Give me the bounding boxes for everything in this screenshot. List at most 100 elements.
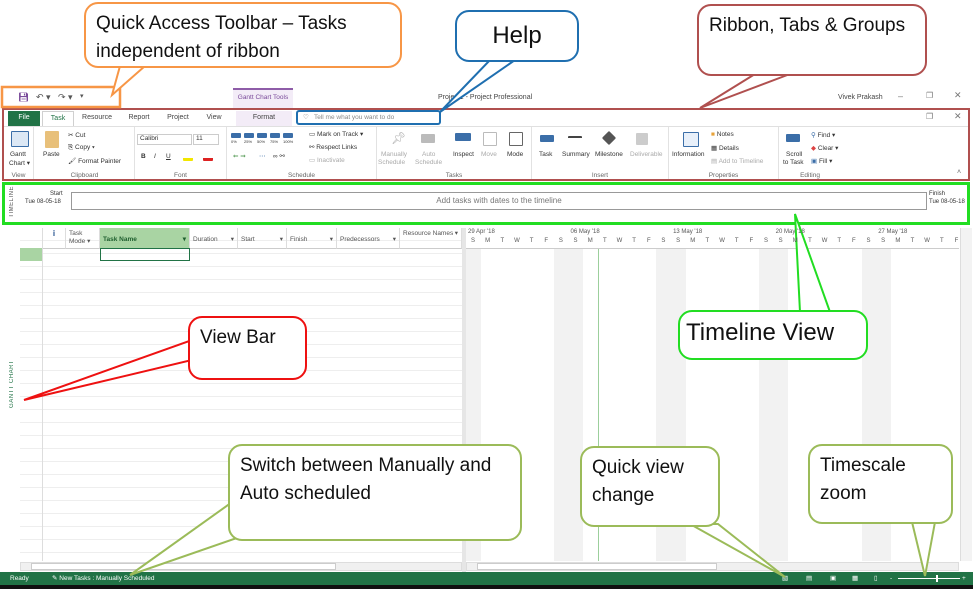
cut-button[interactable]: ✂ Cut: [68, 132, 86, 139]
column-label: Finish: [290, 236, 308, 243]
inspect-button[interactable]: Inspect: [453, 151, 474, 158]
ribbon-restore-icon[interactable]: ❐: [926, 112, 934, 121]
gantt-chart-button[interactable]: Gantt: [10, 151, 26, 158]
tell-me-search[interactable]: ♡ Tell me what you want to do: [296, 110, 441, 125]
scroll-to-task-button[interactable]: Scroll: [786, 151, 803, 158]
zoom-out-icon[interactable]: -: [890, 575, 893, 582]
tab-report[interactable]: Report: [128, 114, 150, 121]
notes-button[interactable]: ■ Notes: [711, 131, 734, 138]
fill-button[interactable]: ▣ Fill ▾: [811, 158, 833, 165]
details-button[interactable]: ▦ Details: [711, 145, 739, 152]
save-icon[interactable]: 💾︎: [18, 92, 30, 102]
day-label: W: [719, 238, 725, 244]
close-icon[interactable]: ✕: [954, 90, 962, 100]
inactivate-button[interactable]: ▭ Inactivate: [309, 157, 345, 164]
tab-resource[interactable]: Resource: [82, 114, 112, 121]
column-task-mode[interactable]: Task Mode ▾: [66, 228, 100, 249]
collapse-ribbon-icon[interactable]: ˄: [957, 169, 962, 176]
respect-links-button[interactable]: ⚯ Respect Links: [309, 144, 358, 151]
restore-icon[interactable]: ❐: [926, 91, 934, 100]
tab-task[interactable]: Task: [42, 111, 74, 126]
find-button[interactable]: ⚲ Find ▾: [811, 132, 836, 139]
information-button[interactable]: Information: [672, 151, 705, 158]
mode-button[interactable]: Mode: [507, 151, 524, 158]
manually-schedule-button[interactable]: Manually: [381, 151, 408, 158]
font-name-select[interactable]: Calibri: [137, 134, 192, 145]
timescale-zoom-slider[interactable]: [898, 578, 960, 579]
percent-0-icon[interactable]: [231, 133, 241, 138]
find-label: Find ▾: [817, 132, 836, 139]
tab-view[interactable]: View: [206, 114, 222, 121]
split-icon[interactable]: ⋯: [259, 153, 266, 160]
table-horizontal-scrollbar[interactable]: [20, 562, 462, 571]
underline-button[interactable]: U: [166, 153, 171, 160]
tab-format[interactable]: Format: [236, 111, 292, 126]
user-name[interactable]: Vivek Prakash: [838, 94, 883, 101]
column-label: Duration: [193, 236, 218, 243]
percent-50-icon[interactable]: [257, 133, 267, 138]
new-tasks-mode-button[interactable]: ✎ New Tasks : Manually Scheduled: [52, 575, 155, 582]
font-size-select[interactable]: 11: [193, 134, 219, 145]
auto-schedule-button[interactable]: Auto: [422, 151, 436, 158]
minimize-icon[interactable]: –: [898, 91, 904, 101]
add-to-timeline-button[interactable]: ▤ Add to Timeline: [711, 158, 764, 165]
resource-sheet-icon[interactable]: ▦: [852, 575, 859, 582]
insert-milestone-button[interactable]: Milestone: [595, 151, 623, 158]
paste-button[interactable]: Paste: [43, 151, 60, 158]
mark-on-track-button[interactable]: ▭ Mark on Track ▾: [309, 131, 364, 138]
column-duration[interactable]: Duration▾: [190, 228, 238, 249]
column-resource-names[interactable]: Resource Names▾: [400, 228, 462, 249]
vertical-scrollbar[interactable]: [960, 228, 972, 561]
timeline-bar[interactable]: Add tasks with dates to the timeline: [71, 192, 927, 210]
undo-icon[interactable]: ↶ ▾: [36, 92, 51, 102]
help-callout: Help: [455, 10, 579, 62]
gantt-view-icon[interactable]: ▧: [782, 575, 789, 582]
redo-icon[interactable]: ↷ ▾: [58, 92, 73, 102]
column-start[interactable]: Start▾: [238, 228, 287, 249]
italic-button[interactable]: I: [154, 153, 156, 160]
column-indicators[interactable]: i: [43, 228, 66, 249]
gantt-horizontal-scrollbar[interactable]: [466, 562, 959, 571]
clear-button[interactable]: ◆ Clear ▾: [811, 145, 839, 152]
zoom-slider-thumb[interactable]: [936, 575, 938, 582]
task-usage-icon[interactable]: ▤: [806, 575, 813, 582]
task-name-cell[interactable]: [100, 248, 190, 261]
split-bar[interactable]: [462, 228, 466, 572]
scroll-thumb[interactable]: [477, 563, 717, 570]
font-color-icon[interactable]: [203, 153, 213, 161]
timeline-view[interactable]: TIMELINE Start Tue 08-05-18 Add tasks wi…: [2, 182, 970, 225]
group-properties: Information ■ Notes ▦ Details ▤ Add to T…: [669, 127, 779, 180]
move-button[interactable]: Move: [481, 151, 497, 158]
qat-callout: Quick Access Toolbar – Tasks independent…: [84, 2, 402, 68]
percent-75-icon[interactable]: [270, 133, 280, 138]
percent-100-icon[interactable]: [283, 133, 293, 138]
link-unlink-icon[interactable]: ∞ ⚯: [273, 153, 285, 160]
zoom-in-icon[interactable]: +: [962, 575, 966, 582]
tab-project[interactable]: Project: [167, 114, 189, 121]
timescale-pointer: [910, 521, 937, 577]
move-icon: [483, 132, 497, 146]
day-label: T: [939, 238, 944, 244]
column-label: Start: [241, 236, 255, 243]
bold-button[interactable]: B: [141, 153, 146, 160]
insert-task-button[interactable]: Task: [539, 151, 553, 158]
gantt-chart-dropdown[interactable]: Chart ▾: [9, 160, 30, 167]
tab-file[interactable]: File: [8, 111, 40, 126]
insert-summary-button[interactable]: Summary: [562, 151, 590, 158]
column-finish[interactable]: Finish▾: [287, 228, 337, 249]
column-predecessors[interactable]: Predecessors▾: [337, 228, 400, 249]
reports-icon[interactable]: ▯: [874, 575, 878, 582]
insert-deliverable-button[interactable]: Deliverable: [630, 151, 663, 158]
day-label: T: [705, 238, 710, 244]
quick-view-callout: Quick view change: [580, 446, 720, 527]
team-planner-icon[interactable]: ▣: [830, 575, 837, 582]
highlight-icon[interactable]: [183, 153, 193, 161]
ribbon-close-icon[interactable]: ✕: [954, 111, 962, 121]
scroll-thumb[interactable]: [31, 563, 336, 570]
format-painter-button[interactable]: 🖌︎ Format Painter: [68, 158, 122, 165]
percent-25-icon[interactable]: [244, 133, 254, 138]
copy-button[interactable]: ⎘ Copy ▾: [68, 144, 95, 151]
row-header-selected[interactable]: [20, 248, 43, 261]
outdent-indent-icon[interactable]: ⇐ ⇒: [233, 153, 246, 160]
customize-icon[interactable]: ▾: [80, 93, 84, 100]
